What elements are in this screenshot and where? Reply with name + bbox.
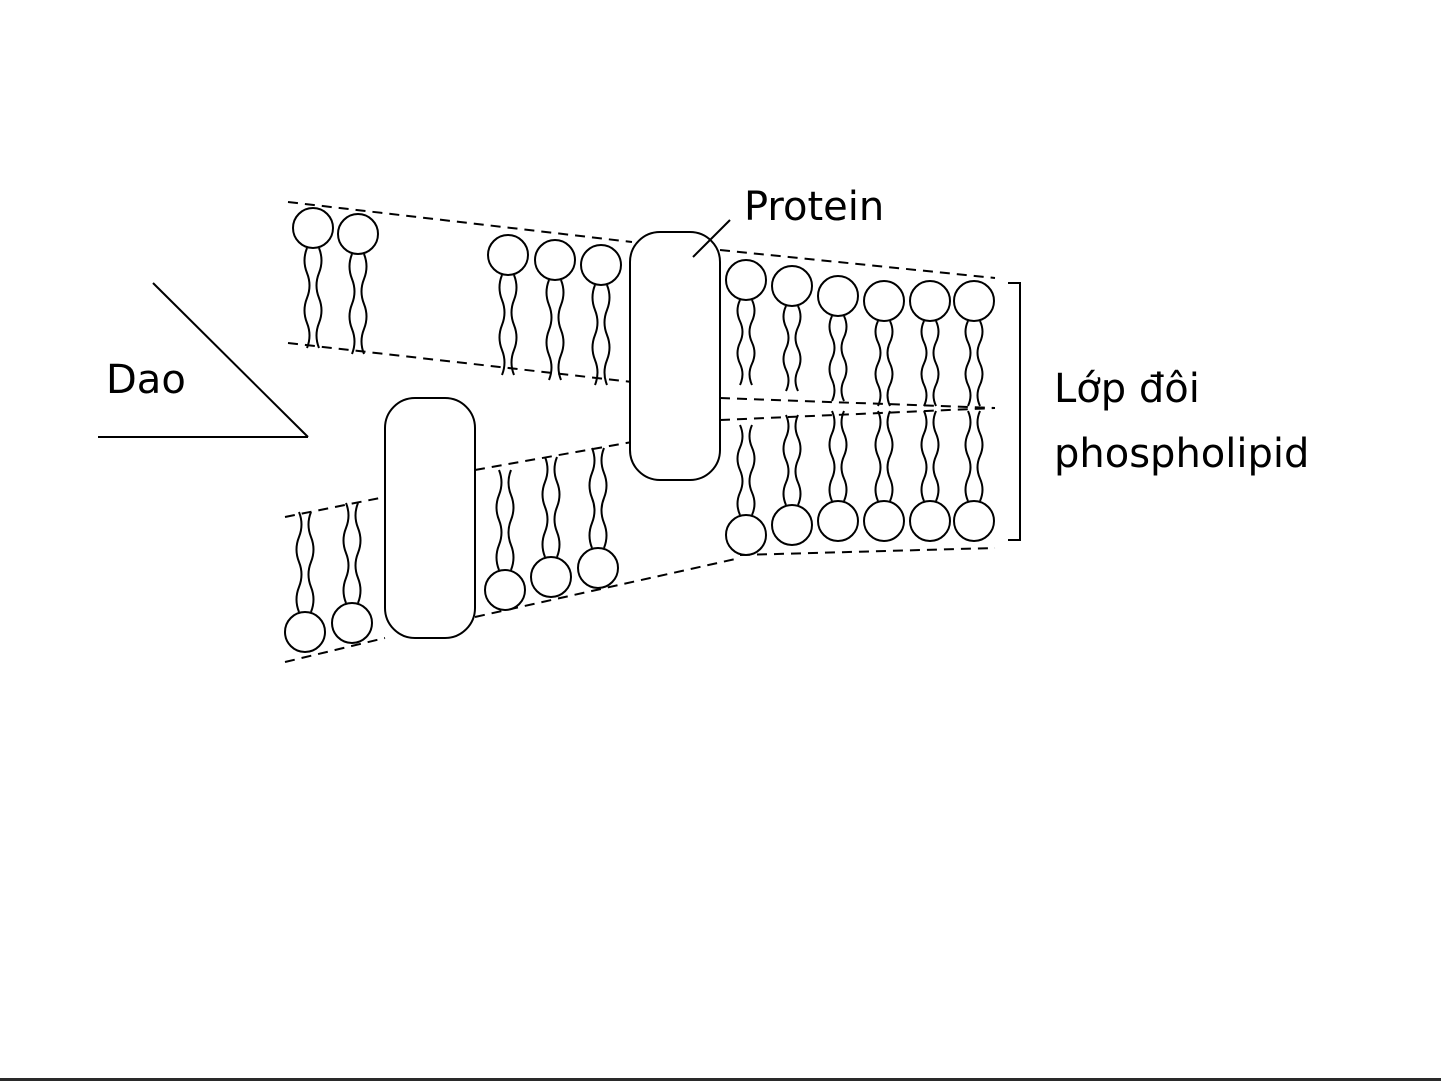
- fatty-acid-tail: [796, 306, 801, 391]
- fatty-acid-tail: [888, 411, 893, 501]
- phospholipid: [910, 281, 950, 406]
- phosphate-head: [954, 501, 994, 541]
- fatty-acid-tail: [750, 425, 755, 515]
- phospholipid: [332, 503, 372, 643]
- phospholipid: [772, 415, 812, 545]
- phospholipid: [338, 214, 378, 354]
- fatty-acid-tail: [738, 300, 743, 385]
- phospholipid: [772, 266, 812, 391]
- fatty-acid-tail: [934, 411, 939, 501]
- bilayer-label-line2: phospholipid: [1054, 431, 1309, 477]
- phospholipid: [818, 411, 858, 541]
- fatty-acid-tail: [344, 503, 349, 603]
- fatty-acid-tail: [362, 254, 367, 354]
- phospholipid: [864, 411, 904, 541]
- fatty-acid-tail: [784, 415, 789, 505]
- fatty-acid-tail: [830, 411, 835, 501]
- fatty-acid-tail: [309, 512, 314, 612]
- phosphate-head: [485, 570, 525, 610]
- phospholipid: [818, 276, 858, 401]
- knife-label: Dao: [106, 357, 186, 403]
- fatty-acid-tail: [738, 425, 743, 515]
- phospholipid: [531, 457, 571, 597]
- phosphate-head: [954, 281, 994, 321]
- fatty-acid-tail: [356, 503, 361, 603]
- fatty-acid-tail: [796, 415, 801, 505]
- phosphate-head: [488, 235, 528, 275]
- fatty-acid-tail: [934, 321, 939, 406]
- fatty-acid-tail: [876, 411, 881, 501]
- phosphate-head: [910, 281, 950, 321]
- fatty-acid-tail: [547, 280, 552, 380]
- phospholipid: [535, 240, 575, 380]
- fatty-acid-tail: [784, 306, 789, 391]
- fatty-acid-tail: [512, 275, 517, 375]
- phospholipid: [726, 260, 766, 385]
- phosphate-head: [581, 245, 621, 285]
- phospholipid: [910, 411, 950, 541]
- phosphate-head: [726, 515, 766, 555]
- phospholipid: [285, 512, 325, 652]
- fatty-acid-tail: [842, 316, 847, 401]
- phosphate-head: [818, 501, 858, 541]
- phospholipid: [293, 208, 333, 348]
- fatty-acid-tail: [750, 300, 755, 385]
- fatty-acid-tail: [922, 411, 927, 501]
- phosphate-head: [864, 501, 904, 541]
- fatty-acid-tail: [559, 280, 564, 380]
- phosphate-head: [772, 266, 812, 306]
- phospholipid: [488, 235, 528, 375]
- fatty-acid-tail: [305, 248, 310, 348]
- protein-label: Protein: [744, 184, 884, 230]
- phosphate-head: [293, 208, 333, 248]
- phosphate-head: [531, 557, 571, 597]
- phospholipid: [864, 281, 904, 406]
- fatty-acid-tail: [966, 321, 971, 406]
- phosphate-head: [772, 505, 812, 545]
- phospholipid: [578, 448, 618, 588]
- fatty-acid-tail: [317, 248, 322, 348]
- phospholipid: [581, 245, 621, 385]
- phosphate-head: [338, 214, 378, 254]
- phosphate-head: [818, 276, 858, 316]
- fatty-acid-tail: [555, 457, 560, 557]
- bilayer-bracket: [1008, 283, 1020, 540]
- phospholipid: [954, 281, 994, 406]
- fatty-acid-tail: [509, 470, 514, 570]
- integral-protein-upper: [630, 232, 720, 480]
- phosphate-head: [910, 501, 950, 541]
- fatty-acid-tail: [350, 254, 355, 354]
- integral-protein-lower: [385, 398, 475, 638]
- fatty-acid-tail: [830, 316, 835, 401]
- fatty-acid-tail: [500, 275, 505, 375]
- fatty-acid-tail: [888, 321, 893, 406]
- fatty-acid-tail: [543, 457, 548, 557]
- phosphate-head: [578, 548, 618, 588]
- fatty-acid-tail: [978, 411, 983, 501]
- phospholipid: [485, 470, 525, 610]
- phospholipid: [726, 425, 766, 555]
- phospholipid: [954, 411, 994, 541]
- fatty-acid-tail: [842, 411, 847, 501]
- phosphate-head: [726, 260, 766, 300]
- phosphate-head: [535, 240, 575, 280]
- phosphate-head: [285, 612, 325, 652]
- phosphate-head: [332, 603, 372, 643]
- fatty-acid-tail: [602, 448, 607, 548]
- fatty-acid-tail: [978, 321, 983, 406]
- phosphate-head: [864, 281, 904, 321]
- fatty-acid-tail: [605, 285, 610, 385]
- fatty-acid-tail: [497, 470, 502, 570]
- fatty-acid-tail: [922, 321, 927, 406]
- fatty-acid-tail: [590, 448, 595, 548]
- fatty-acid-tail: [297, 512, 302, 612]
- fatty-acid-tail: [593, 285, 598, 385]
- fatty-acid-tail: [876, 321, 881, 406]
- fatty-acid-tail: [966, 411, 971, 501]
- bilayer-label-line1: Lớp đôi: [1054, 366, 1200, 412]
